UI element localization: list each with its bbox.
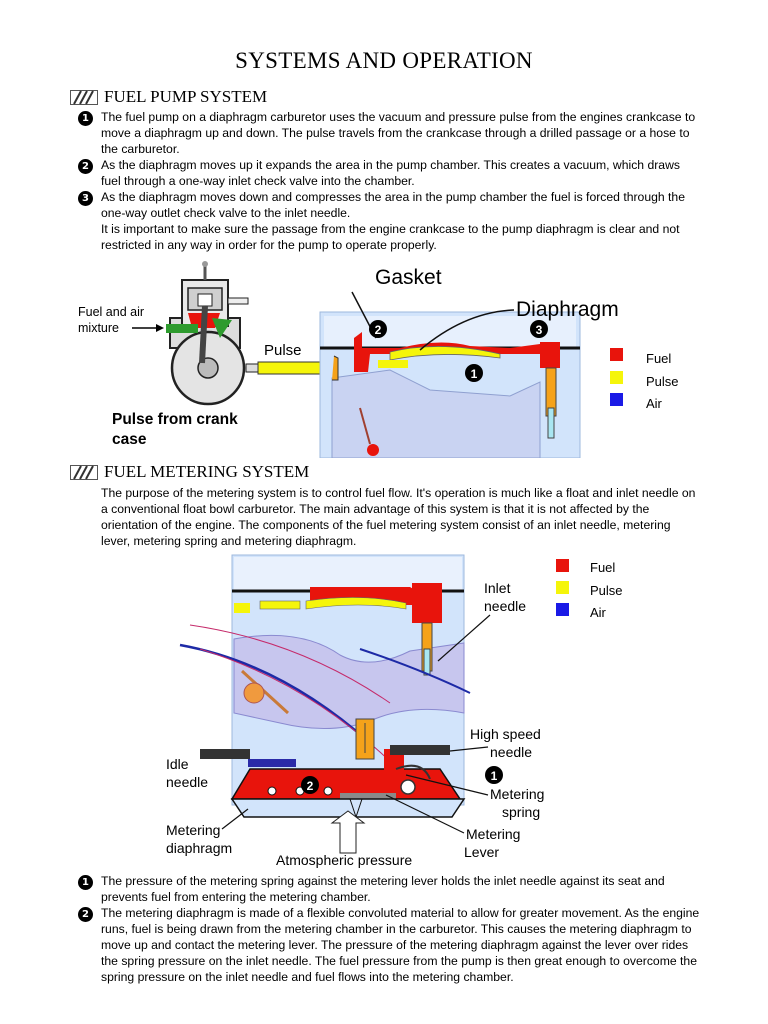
fuel-metering-item-1: The pressure of the metering spring agai…: [101, 874, 665, 904]
marker-2: 2: [307, 779, 314, 793]
fuel-pump-item-2: As the diaphragm moves up it expands the…: [101, 158, 680, 188]
fuel-air-label-line1: Fuel and air: [78, 305, 144, 319]
legend-pulse-label: Pulse: [590, 583, 623, 598]
legend-pulse-label: Pulse: [646, 374, 679, 389]
bullet-marker: 2: [78, 159, 93, 174]
inlet-needle-label-line2: needle: [484, 598, 526, 614]
inlet-needle-label-line1: Inlet: [484, 580, 511, 596]
section-hatch-icon: [70, 89, 98, 105]
pulse-label: Pulse: [264, 342, 302, 359]
carburetor-metering-section: [179, 554, 471, 818]
legend: Fuel Pulse Air: [610, 348, 679, 411]
fuel-pump-item-1: The fuel pump on a diaphragm carburetor …: [101, 110, 696, 156]
legend-fuel-label: Fuel: [646, 351, 671, 366]
legend-air-label: Air: [590, 605, 607, 620]
fuel-pump-item-3: As the diaphragm moves down and compress…: [101, 190, 685, 220]
metering-spring-label-line1: Metering: [490, 786, 544, 802]
legend-swatch-pulse: [610, 371, 623, 384]
metering-lever-label-line2: Lever: [464, 844, 499, 860]
legend-swatch-air: [556, 603, 569, 616]
marker-2: 2: [375, 323, 382, 337]
fuel-pump-diagram: Fuel and air mixture Pulse Pulse from cr…: [78, 261, 679, 458]
marker-1: 1: [491, 769, 498, 783]
engine-illustration: [166, 261, 249, 406]
legend-swatch-air: [610, 393, 623, 406]
section-hatch-icon: [70, 464, 98, 480]
metering-diaphragm-label-line2: diaphragm: [166, 840, 232, 856]
legend-fuel-label: Fuel: [590, 560, 615, 575]
bullet-marker: 2: [78, 907, 93, 922]
fuel-metering-intro: The purpose of the metering system is to…: [101, 486, 696, 548]
legend: Fuel Pulse Air: [556, 559, 623, 620]
fuel-metering-heading-label: FUEL METERING SYSTEM: [104, 462, 310, 481]
fuel-pump-heading-label: FUEL PUMP SYSTEM: [104, 87, 268, 106]
crank-label-line2: case: [112, 431, 147, 448]
crank-label-line1: Pulse from crank: [112, 411, 238, 428]
high-speed-label-line2: needle: [490, 744, 532, 760]
fuel-metering-heading: FUEL METERING SYSTEM: [70, 461, 309, 483]
bullet-marker: 3: [78, 191, 93, 206]
metering-lever-label-line1: Metering: [466, 826, 520, 842]
page-title: SYSTEMS AND OPERATION: [235, 48, 533, 73]
high-speed-label-line1: High speed: [470, 726, 541, 742]
atmospheric-label: Atmospheric pressure: [276, 852, 412, 868]
bullet-marker: 1: [78, 875, 93, 890]
bullet-marker: 1: [78, 111, 93, 126]
legend-swatch-pulse: [556, 581, 569, 594]
diaphragm-label: Diaphragm: [516, 298, 619, 321]
idle-label-line2: needle: [166, 774, 208, 790]
legend-swatch-fuel: [610, 348, 623, 361]
metering-spring-label-line2: spring: [502, 804, 540, 820]
metering-diaphragm-label-line1: Metering: [166, 822, 220, 838]
fuel-metering-diagram: Atmospheric pressure Inlet needle High s…: [166, 554, 623, 868]
fuel-air-label-line2: mixture: [78, 321, 119, 335]
legend-swatch-fuel: [556, 559, 569, 572]
legend-air-label: Air: [646, 396, 663, 411]
fuel-pump-heading: FUEL PUMP SYSTEM: [70, 86, 267, 108]
idle-label-line1: Idle: [166, 756, 189, 772]
fuel-pump-note: It is important to make sure the passage…: [101, 222, 680, 252]
marker-1: 1: [471, 367, 478, 381]
gasket-label: Gasket: [375, 266, 442, 289]
marker-3: 3: [536, 323, 543, 337]
fuel-metering-item-2: The metering diaphragm is made of a flex…: [101, 906, 700, 984]
